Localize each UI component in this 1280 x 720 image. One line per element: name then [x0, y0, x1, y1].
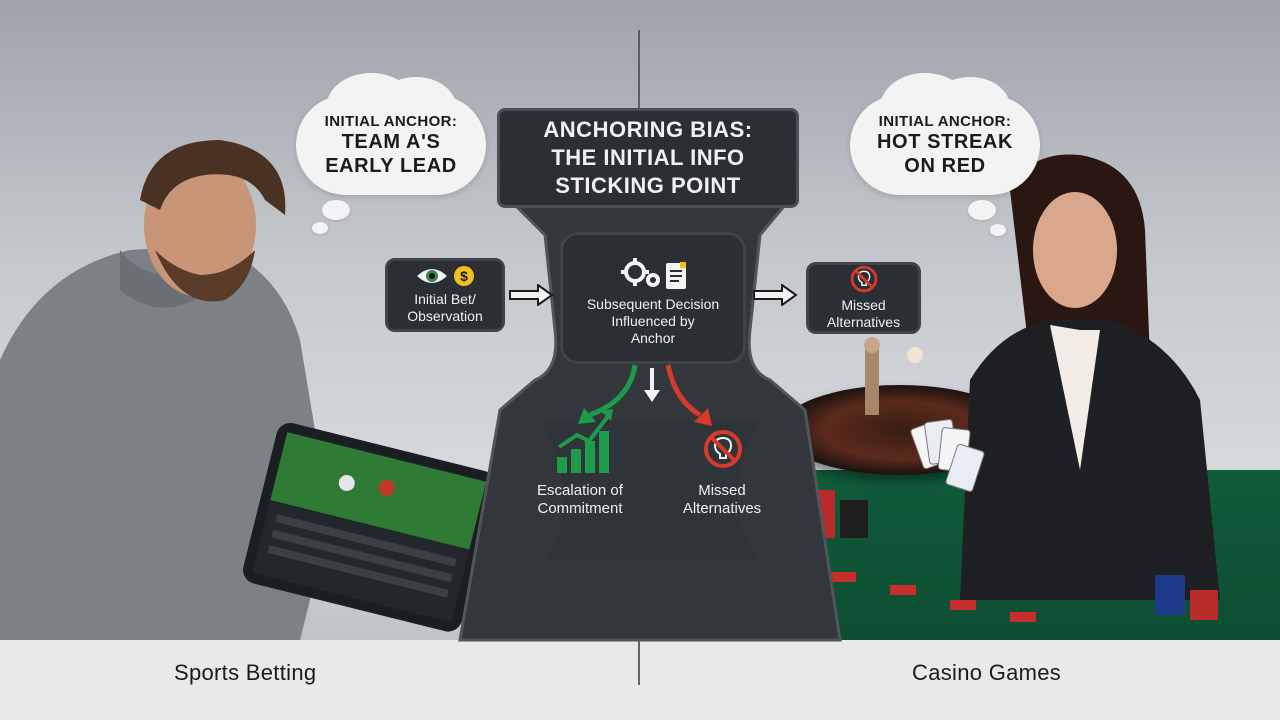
casino-games-caption: Casino Games	[912, 660, 1062, 685]
document-icon	[666, 261, 686, 289]
missed-alternatives-box: Missed Alternatives	[806, 262, 921, 334]
woman-at-roulette-illustration	[805, 154, 1220, 622]
initial-bet-label: Initial Bet/ Observation	[407, 291, 483, 324]
man-with-tablet-illustration	[0, 140, 496, 640]
dollar-coin-icon: $	[454, 266, 474, 286]
right-thought-text: HOT STREAK ON RED	[877, 130, 1013, 177]
caption-band	[0, 640, 1280, 720]
branch-arrows	[578, 364, 712, 426]
no-idea-icon	[850, 265, 877, 293]
sports-betting-scene	[0, 0, 560, 640]
escalation-label: Escalation of Commitment	[537, 482, 623, 517]
diagram-title: ANCHORING BIAS: THE INITIAL INFO STICKIN…	[543, 117, 753, 198]
sports-betting-caption: Sports Betting	[174, 660, 317, 685]
right-thought-cloud: INITIAL ANCHOR: HOT STREAK ON RED	[850, 73, 1040, 195]
left-thought-heading: INITIAL ANCHOR:	[324, 112, 458, 130]
rising-chart-icon	[557, 409, 613, 473]
thought-puff	[990, 224, 1006, 236]
arrow-right-icon	[753, 284, 798, 306]
svg-text:$: $	[460, 268, 468, 284]
title-box: ANCHORING BIAS: THE INITIAL INFO STICKIN…	[497, 108, 799, 208]
left-thought-cloud: INITIAL ANCHOR: TEAM A'S EARLY LEAD	[296, 73, 486, 195]
subsequent-decision-label: Subsequent Decision Influenced by Anchor	[586, 295, 720, 346]
casino-games-scene	[700, 0, 1280, 640]
thought-puff	[322, 200, 350, 220]
eye-icon	[417, 269, 447, 283]
right-thought-heading: INITIAL ANCHOR:	[878, 112, 1012, 130]
subsequent-decision-box: Subsequent Decision Influenced by Anchor	[560, 232, 746, 364]
missed-alternatives-label: Missed Alternatives	[826, 297, 901, 330]
no-idea-icon	[704, 430, 742, 468]
thought-puff	[312, 222, 328, 234]
left-thought-text: TEAM A'S EARLY LEAD	[325, 130, 457, 177]
arrow-right-icon	[509, 284, 554, 306]
thought-puff	[968, 200, 996, 220]
missed-alternatives-lower-label: Missed Alternatives	[682, 482, 762, 517]
gears-icon	[621, 257, 660, 287]
initial-bet-box: $ Initial Bet/ Observation	[385, 258, 505, 332]
